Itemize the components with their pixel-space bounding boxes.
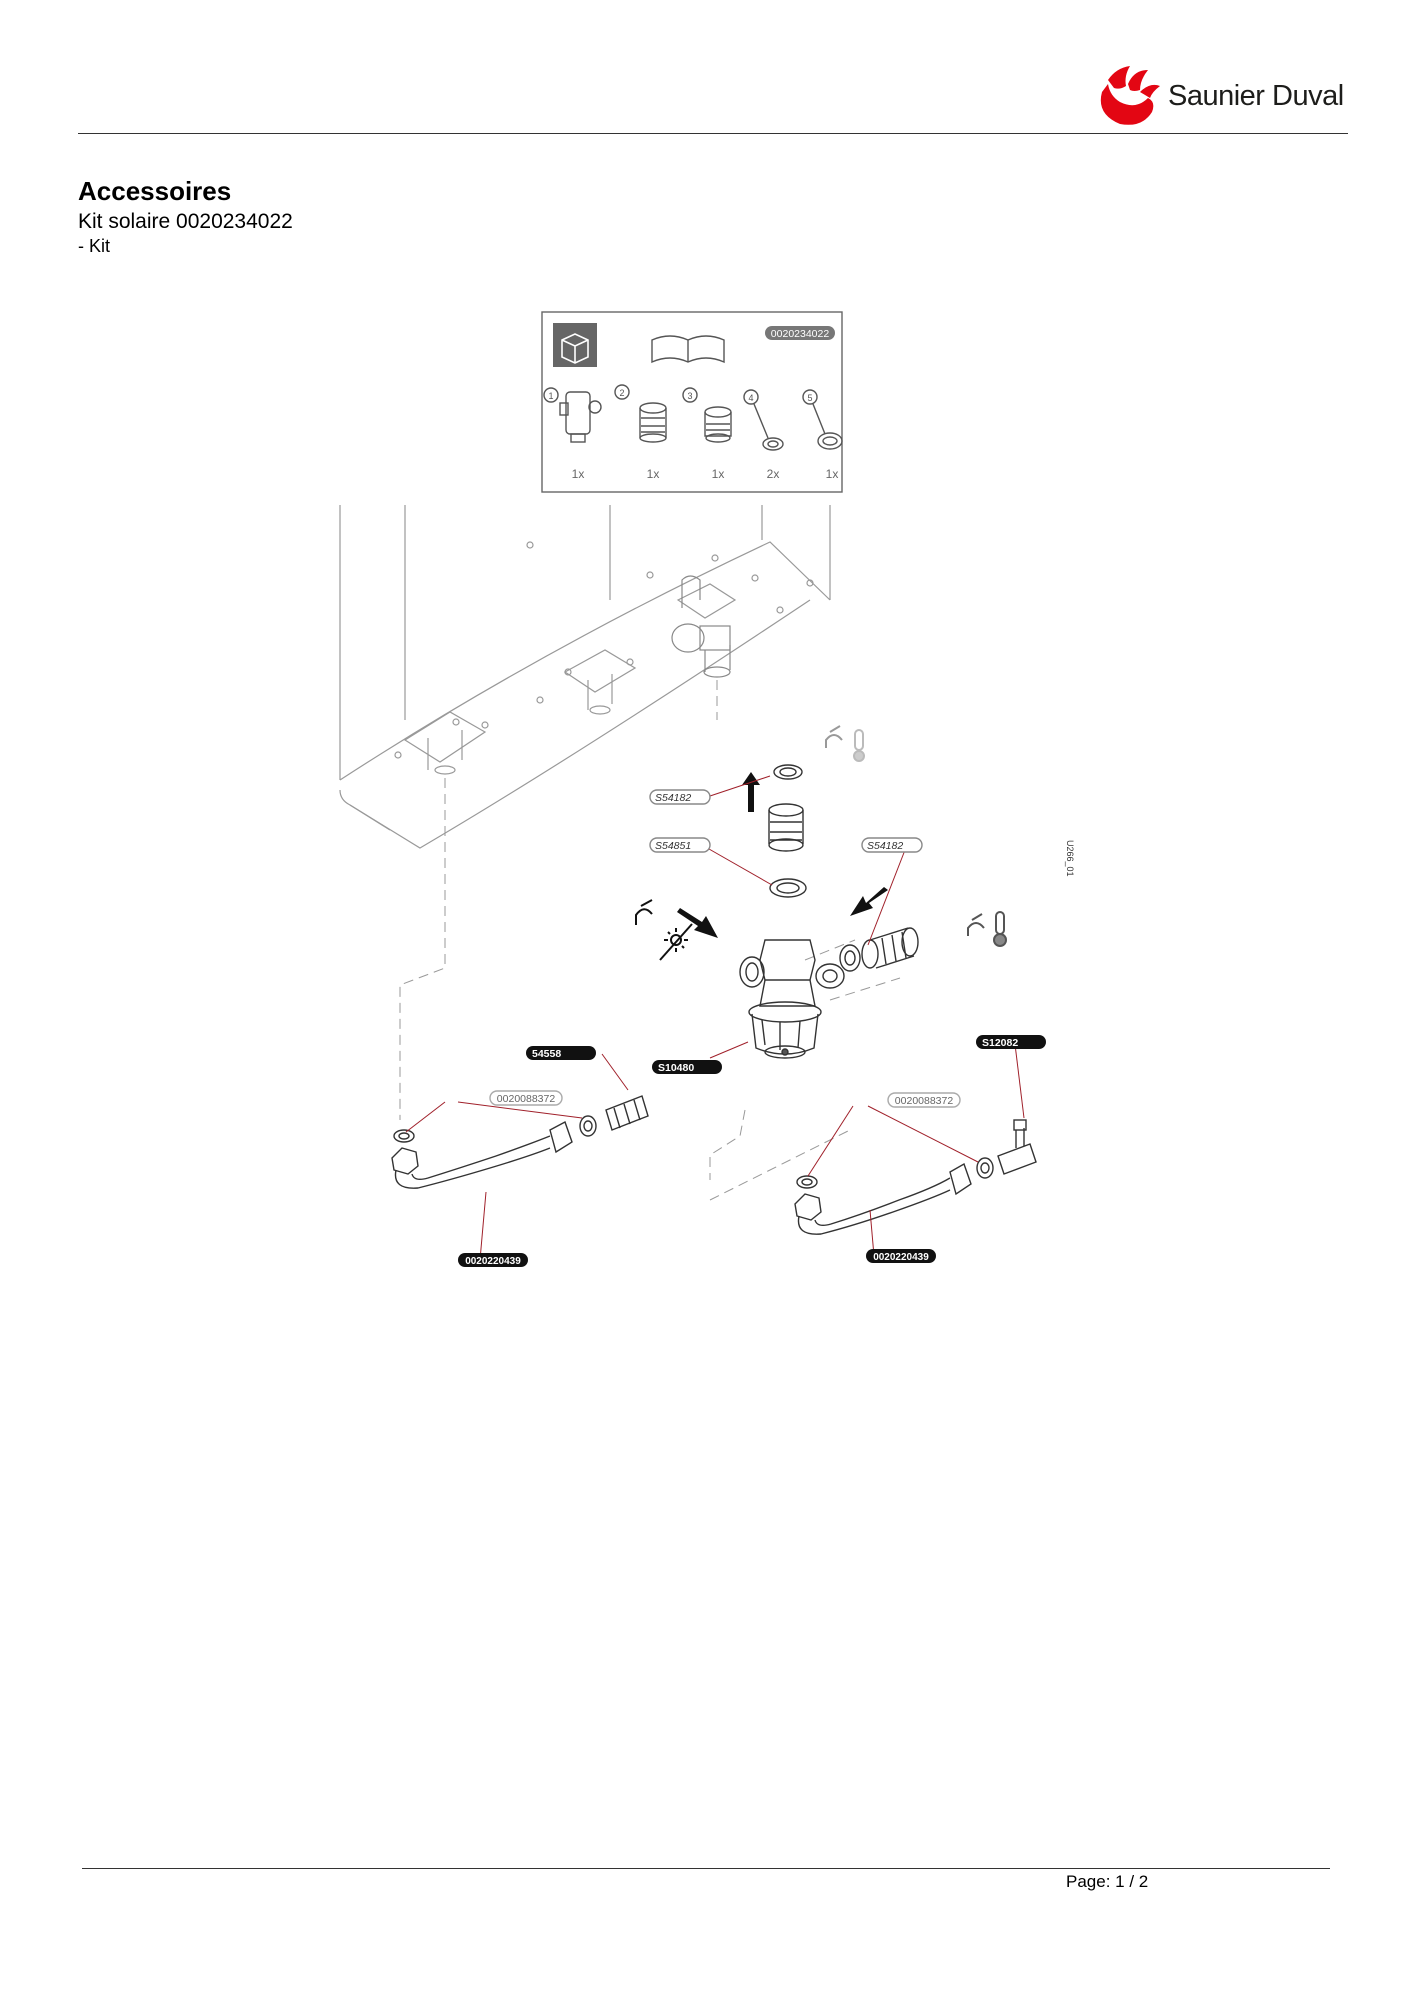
- callout-leader-lines: [405, 775, 1025, 1261]
- callout-54558: 54558: [526, 1046, 596, 1060]
- svg-text:S12082: S12082: [982, 1037, 1018, 1049]
- callout-0020220439-right: 0020220439: [866, 1249, 936, 1263]
- callout-s54182-top: S54182: [649, 789, 711, 805]
- kit-item-quantity: 2x: [767, 467, 780, 481]
- svg-text:S10480: S10480: [658, 1062, 694, 1074]
- package-box-icon: [553, 323, 597, 367]
- svg-text:0020088372: 0020088372: [895, 1095, 954, 1107]
- callout-0020088372-right: 0020088372: [887, 1092, 961, 1108]
- svg-text:54558: 54558: [532, 1048, 561, 1060]
- kit-item-quantity: 1x: [572, 467, 585, 481]
- drawing-code: U266_01: [1065, 840, 1075, 877]
- svg-text:S54182: S54182: [867, 840, 903, 852]
- exploded-view-diagram: 0020234022 1 1x 2 1x 3 1x: [339, 311, 1075, 1267]
- brand-name: Saunier Duval: [1168, 80, 1344, 112]
- arrow-in-left-icon: [677, 908, 718, 938]
- kit-item-quantity: 1x: [826, 467, 839, 481]
- callout-s54182-right: S54182: [861, 837, 923, 853]
- footer-divider: [82, 1868, 1330, 1869]
- kit-subtitle: Kit solaire 0020234022: [78, 210, 293, 233]
- page-number: Page: 1 / 2: [1066, 1872, 1149, 1891]
- svg-text:S54851: S54851: [655, 840, 691, 852]
- arrow-up-icon: [742, 772, 760, 812]
- thermometer-icon: [967, 911, 1007, 947]
- kit-item-quantity: 1x: [712, 467, 725, 481]
- svg-text:0020088372: 0020088372: [497, 1093, 556, 1105]
- kit-contents-box: 0020234022 1 1x 2 1x 3 1x: [541, 311, 843, 493]
- manual-book-icon: [651, 335, 725, 364]
- header-divider: [78, 133, 1348, 134]
- right-hose-assembly: [794, 1119, 1037, 1235]
- svg-text:S54182: S54182: [655, 792, 691, 804]
- page-title: Accessoires: [78, 176, 232, 206]
- boiler-underside: [339, 505, 831, 849]
- solar-tap-icon: [635, 899, 693, 961]
- svg-text:3: 3: [687, 391, 692, 401]
- kit-item-1-icon: 1 1x: [543, 387, 602, 481]
- callout-0020088372-left: 0020088372: [489, 1090, 563, 1106]
- callout-s12082: S12082: [976, 1035, 1046, 1049]
- svg-text:4: 4: [748, 393, 753, 403]
- hot-tap-icon: [825, 725, 865, 762]
- kit-reference-label: 0020234022: [771, 328, 830, 340]
- arrow-in-right-icon: [850, 887, 888, 916]
- svg-text:2: 2: [619, 388, 624, 398]
- kit-item-5-icon: 5 1x: [802, 389, 843, 481]
- left-hose-assembly: [391, 1095, 649, 1189]
- kit-item-3-icon: 3 1x: [682, 387, 732, 481]
- kit-category: - Kit: [78, 236, 111, 256]
- svg-text:5: 5: [807, 393, 812, 403]
- center-fitting-stack: [739, 764, 919, 1059]
- saunier-duval-logo: [1100, 66, 1160, 125]
- kit-item-2-icon: 2 1x: [614, 384, 667, 481]
- callout-0020220439-left: 0020220439: [458, 1253, 528, 1267]
- assembly-guide-lines: [399, 680, 901, 1201]
- kit-item-4-icon: 4 2x: [743, 389, 784, 481]
- callout-s10480: S10480: [652, 1060, 722, 1074]
- svg-text:0020220439: 0020220439: [465, 1256, 521, 1267]
- callout-s54851: S54851: [649, 837, 711, 853]
- kit-item-quantity: 1x: [647, 467, 660, 481]
- svg-text:0020220439: 0020220439: [873, 1252, 929, 1263]
- svg-text:1: 1: [548, 391, 553, 401]
